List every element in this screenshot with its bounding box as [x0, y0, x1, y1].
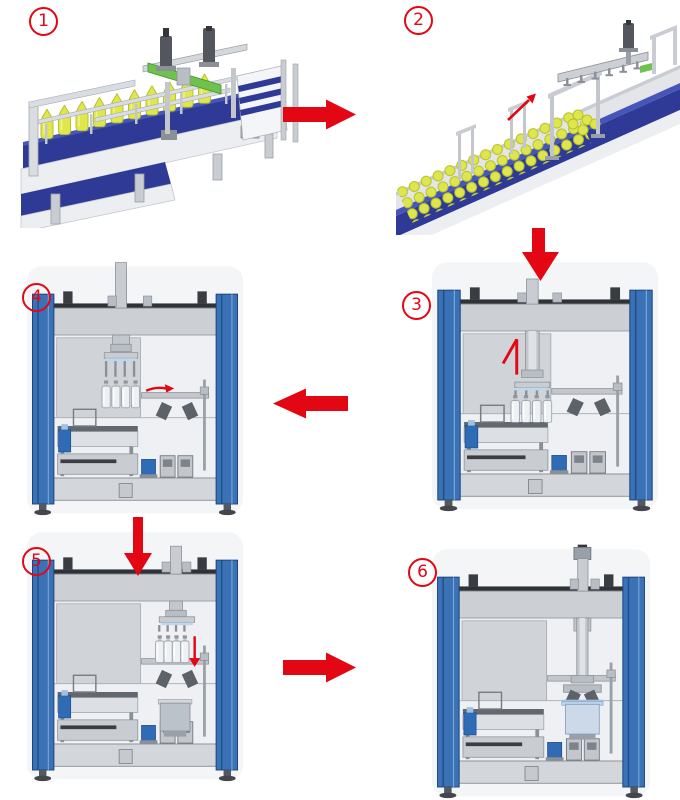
- flow-arrow-3-to-4: [273, 388, 348, 419]
- machine-2-illustration: [396, 20, 680, 235]
- step-4-badge: 4: [22, 283, 51, 312]
- motion-arrow-down: [189, 636, 201, 667]
- motion-mark-down: [501, 338, 519, 375]
- machine-4-state: [101, 262, 199, 421]
- packed-case: [561, 701, 604, 740]
- step-5-number: 5: [31, 551, 42, 571]
- machine-5-illustration: [26, 531, 244, 782]
- machine-1-illustration: [20, 26, 299, 228]
- step-5-badge: 5: [22, 547, 51, 576]
- step-4-number: 4: [31, 287, 42, 307]
- step-1-badge: 1: [29, 7, 58, 36]
- machine-5-state: [155, 545, 201, 737]
- step-6-number: 6: [417, 562, 428, 582]
- machine-6-illustration: [431, 544, 651, 799]
- bottle-field: [396, 108, 591, 223]
- machine-6-state: [561, 544, 604, 740]
- magazine-panel: [236, 59, 299, 143]
- accumulation-conveyor-icon: [396, 20, 680, 235]
- machine-3-state: [501, 278, 612, 423]
- step-2-badge: 2: [404, 6, 433, 35]
- gantry: [142, 26, 248, 134]
- cylinder-2: [199, 26, 219, 67]
- step-1-number: 1: [38, 11, 49, 31]
- step-6-badge: 6: [408, 558, 437, 587]
- motion-arrow-right: [145, 384, 175, 393]
- infeed-conveyor-icon: [20, 26, 299, 228]
- step-3-number: 3: [411, 295, 422, 315]
- machine-3-illustration: [431, 261, 659, 512]
- machine-4-illustration: [26, 262, 244, 516]
- gantry-manifold: [557, 20, 652, 86]
- cylinder: [623, 23, 634, 49]
- step-3-badge: 3: [402, 291, 431, 320]
- flow-arrow-5-to-6: [283, 652, 356, 683]
- case-box: [157, 699, 193, 737]
- motion-arrow-up-right: [507, 93, 536, 121]
- cylinder-1: [156, 28, 176, 71]
- step-2-number: 2: [413, 10, 424, 30]
